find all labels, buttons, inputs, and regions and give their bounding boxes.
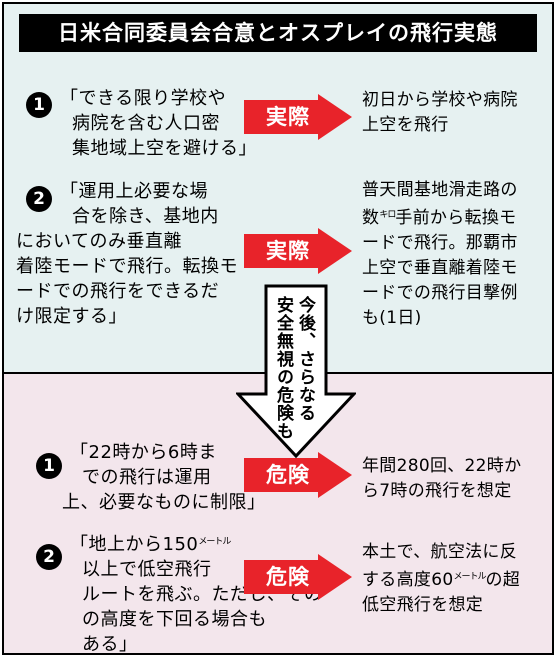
unit-km: キロ <box>379 210 396 220</box>
danger-2-text: の超 <box>485 570 521 590</box>
danger-2: 本土で、航空法に反 する高度60メートルの超 低空飛行を想定 <box>362 540 520 618</box>
danger-arrow-1-shape <box>244 452 352 498</box>
agreement-1-line: 集地域上空を避ける」 <box>72 138 257 159</box>
reality-2-line: ードでの飛行目撃例 <box>362 283 518 303</box>
agreement-4-line: 「地上から150メートル <box>70 530 323 557</box>
danger-arrow-1-label: 危険 <box>266 463 310 487</box>
agreement-1-line: 「できる限り学校や <box>60 88 227 109</box>
number-badge-4: 2 <box>36 544 62 570</box>
number-badge-3: 1 <box>36 453 62 479</box>
agreement-2-line: け限定する」 <box>16 306 127 327</box>
danger-2-text: する高度60 <box>362 570 454 590</box>
reality-arrow-2-shape <box>244 228 352 274</box>
agreement-2: 「運用上必要な場 合を除き、基地内 においてのみ垂直離 着陸モードで飛行。転換モ… <box>16 179 238 329</box>
agreement-4-text: 「地上から150 <box>70 534 199 555</box>
transition-text-col2: 安全無視の危険も <box>273 296 293 440</box>
reality-arrow-2-label: 実際 <box>266 239 310 263</box>
reality-2-line: 上空で垂直離着陸モ <box>362 258 518 278</box>
reality-arrow-1-shape <box>244 94 352 140</box>
diagram-title: 日米合同委員会合意とオスプレイの飛行実態 <box>19 14 537 52</box>
danger-2-line: 低空飛行を想定 <box>362 595 484 615</box>
reality-2-line: 数キロ手前から転換モ <box>362 203 518 231</box>
agreement-4-line: の高度を下回る場合も <box>82 609 267 630</box>
danger-arrow-2-label: 危険 <box>266 565 310 589</box>
unit-meter: メートル <box>453 572 486 582</box>
reality-2-line: 普天間基地滑走路の <box>362 180 518 200</box>
agreement-2-line: 合を除き、基地内 <box>72 206 219 227</box>
agreement-4-line: 以上で低空飛行 <box>82 559 212 580</box>
danger-arrow-2-shape <box>244 554 352 600</box>
number-badge-1: 1 <box>26 92 52 118</box>
reality-arrow-1-label: 実際 <box>266 105 310 129</box>
danger-2-line: する高度60メートルの超 <box>362 565 520 593</box>
reality-arrow-1: 実際 <box>244 94 354 140</box>
top-section: 日米合同委員会合意とオスプレイの飛行実態 1 「できる限り学校や 病院を含む人口… <box>4 4 552 372</box>
reality-1: 初日から学校や病院 上空を飛行 <box>362 88 518 138</box>
danger-arrow-1: 危険 <box>244 452 354 498</box>
reality-arrow-2: 実際 <box>244 228 354 274</box>
danger-1: 年間280回、22時か ら7時の飛行を想定 <box>362 454 521 504</box>
agreement-2-line: ードでの飛行をできるだ <box>16 281 220 302</box>
danger-2-line: 本土で、航空法に反 <box>362 542 518 562</box>
reality-2: 普天間基地滑走路の 数キロ手前から転換モ ードで飛行。那覇市 上空で垂直離着陸モ… <box>362 178 518 331</box>
reality-2-text: 手前から転換モ <box>395 208 517 228</box>
unit-meter: メートル <box>198 537 231 547</box>
transition-arrow-shape <box>236 284 356 459</box>
reality-2-line: も(1日) <box>362 308 422 328</box>
danger-1-line: ら7時の飛行を想定 <box>362 481 512 501</box>
agreement-3: 「22時から6時ま での飛行は運用 上、必要なものに制限」 <box>62 440 266 515</box>
agreement-2-line: においてのみ垂直離 <box>16 231 182 252</box>
reality-2-text: 数 <box>362 208 380 228</box>
agreement-4-line: ある」 <box>82 634 138 655</box>
agreement-3-line: 上、必要なものに制限」 <box>62 492 266 513</box>
agreement-3-line: での飛行は運用 <box>82 467 212 488</box>
transition-text-col1: 今後、さらなる <box>295 296 315 422</box>
number-badge-2: 2 <box>26 186 52 212</box>
transition-arrow: 今後、さらなる 安全無視の危険も <box>236 284 356 459</box>
danger-arrow-2: 危険 <box>244 554 354 600</box>
agreement-2-line: 着陸モードで飛行。転換モ <box>16 256 238 277</box>
reality-1-line: 上空を飛行 <box>362 115 449 135</box>
agreement-1-line: 病院を含む人口密 <box>72 113 220 134</box>
danger-1-line: 年間280回、22時か <box>362 456 522 476</box>
reality-1-line: 初日から学校や病院 <box>362 90 518 110</box>
agreement-1: 「できる限り学校や 病院を含む人口密 集地域上空を避ける」 <box>60 86 257 161</box>
agreement-3-line: 「22時から6時ま <box>70 442 217 463</box>
agreement-2-line: 「運用上必要な場 <box>60 181 208 202</box>
reality-2-line: ードで飛行。那覇市 <box>362 233 518 253</box>
